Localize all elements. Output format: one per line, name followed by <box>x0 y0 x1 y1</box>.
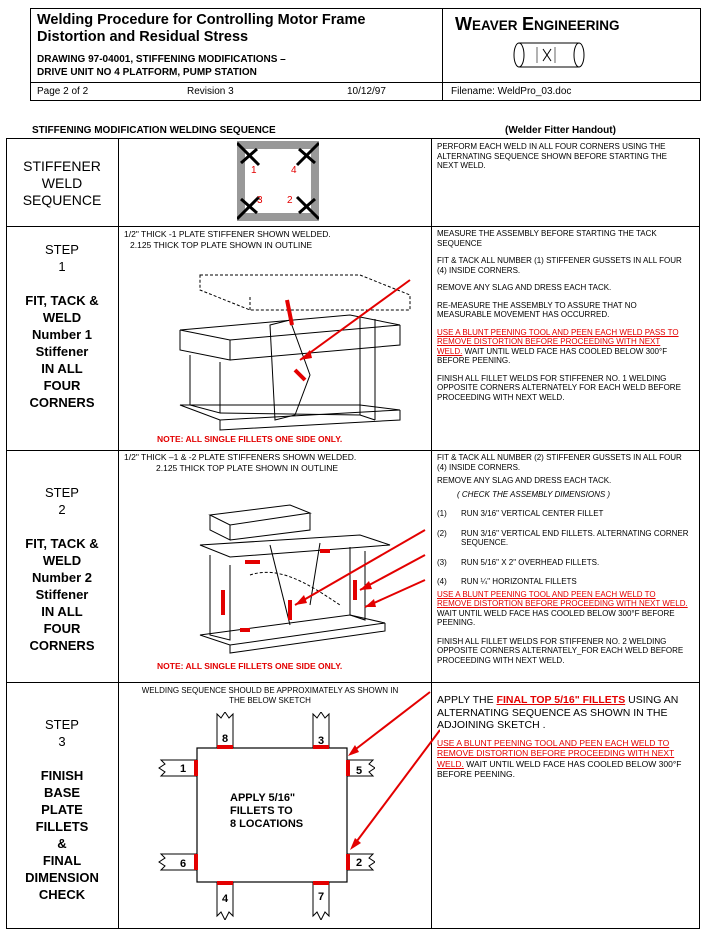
drawing-reference: DRAWING 97-04001, STIFFENING MODIFICATIO… <box>37 54 286 78</box>
weld-number: 5 <box>356 765 362 777</box>
procedure-table <box>6 138 700 929</box>
weld-sequence-diagram: 1 4 3 2 <box>237 141 319 221</box>
weld-number: 3 <box>318 735 324 747</box>
document-title: Welding Procedure for Controlling Motor … <box>37 12 366 45</box>
step2-note: NOTE: ALL SINGLE FILLETS ONE SIDE ONLY. <box>157 661 343 671</box>
step3-arrows <box>348 691 440 850</box>
weld-number: 8 <box>222 733 228 745</box>
step1-note: NOTE: ALL SINGLE FILLETS ONE SIDE ONLY. <box>157 434 343 444</box>
page-number: Page 2 of 2 <box>37 86 89 97</box>
row-divider-2 <box>7 450 699 451</box>
corner-number: 1 <box>251 165 257 176</box>
step1-instructions: MEASURE THE ASSEMBLY BEFORE STARTING THE… <box>437 229 682 402</box>
step3-caption: WELDING SEQUENCE SHOULD BE APPROXIMATELY… <box>141 686 399 705</box>
company-logo-icon <box>513 42 585 68</box>
filename: Filename: WeldPro_03.doc <box>451 86 572 97</box>
step3-base-plate-sketch: 8 3 1 5 6 2 4 7 <box>158 712 375 920</box>
company-name: WEAVER ENGINEERING <box>455 14 620 34</box>
header-footer-line <box>31 82 700 83</box>
step3-center-text: APPLY 5/16" FILLETS TO 8 LOCATIONS <box>230 792 304 830</box>
header-divider <box>442 9 443 100</box>
weld-number: 7 <box>318 891 324 903</box>
weld-number: 4 <box>222 893 229 905</box>
step2-caption: 1/2" THICK –1 & -2 PLATE STIFFENERS SHOW… <box>124 452 357 473</box>
row-divider-1 <box>7 226 699 227</box>
corner-number: 4 <box>291 165 297 176</box>
column-divider-1 <box>118 139 119 928</box>
handout-title: (Welder Fitter Handout) <box>505 125 616 136</box>
corner-number: 2 <box>287 195 293 206</box>
header-box: Welding Procedure for Controlling Motor … <box>30 8 701 101</box>
step3-label: STEP 3 FINISH BASE PLATE FILLETS & FINAL… <box>25 717 99 902</box>
stiffener-weld-sequence-label: STIFFENER WELD SEQUENCE <box>22 158 102 208</box>
step2-instructions: FIT & TACK ALL NUMBER (2) STIFFENER GUSS… <box>437 453 689 665</box>
row0-instructions: PERFORM EACH WELD IN ALL FOUR CORNERS US… <box>437 142 667 170</box>
weld-number: 2 <box>356 857 362 869</box>
weld-number: 6 <box>180 858 186 870</box>
section-title: STIFFENING MODIFICATION WELDING SEQUENCE <box>32 125 276 136</box>
column-divider-2 <box>431 139 432 928</box>
step1-caption: 1/2" THICK -1 PLATE STIFFENER SHOWN WELD… <box>124 229 331 250</box>
revision: Revision 3 <box>187 86 234 97</box>
weld-number: 1 <box>180 763 186 775</box>
step2-label: STEP 2 FIT, TACK & WELD Number 2 Stiffen… <box>25 485 99 653</box>
step1-stiffener-drawing <box>179 274 411 431</box>
row-divider-3 <box>7 682 699 683</box>
step3-instructions: APPLY THE FINAL TOP 5/16" FILLETS USING … <box>437 694 682 779</box>
step2-stiffener-drawing <box>199 504 426 654</box>
date: 10/12/97 <box>347 86 386 97</box>
step1-label: STEP 1 FIT, TACK & WELD Number 1 Stiffen… <box>25 242 99 410</box>
corner-number: 3 <box>257 195 263 206</box>
